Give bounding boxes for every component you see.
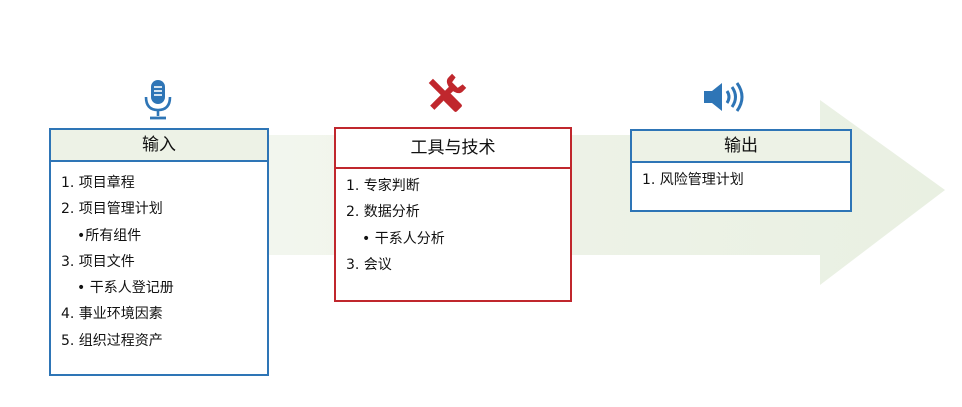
inputs-item: 1. 项目章程 bbox=[61, 175, 135, 191]
inputs-item: 3. 项目文件 bbox=[61, 253, 135, 270]
tools-list: 1. 专家判断 2. 数据分析 • 干系人分析 3. 会议 bbox=[336, 169, 570, 278]
inputs-panel: 输入 1. 项目章程 2. 项目管理计划 •所有组件 3. 项目文件 • 干系人… bbox=[49, 128, 269, 376]
tools-title: 工具与技术 bbox=[336, 129, 570, 169]
tools-cross-icon bbox=[428, 73, 467, 112]
inputs-subitem: • 干系人登记册 bbox=[77, 280, 174, 297]
inputs-item: 5. 组织过程资产 bbox=[61, 332, 163, 349]
inputs-title: 输入 bbox=[51, 130, 267, 162]
tools-subitem: • 干系人分析 bbox=[362, 230, 445, 247]
outputs-item: 1. 风险管理计划 bbox=[642, 172, 744, 188]
inputs-list: 1. 项目章程 2. 项目管理计划 •所有组件 3. 项目文件 • 干系人登记册… bbox=[51, 162, 267, 354]
microphone-icon bbox=[144, 80, 172, 120]
tools-item: 2. 数据分析 bbox=[346, 204, 420, 221]
inputs-item: 4. 事业环境因素 bbox=[61, 306, 163, 323]
outputs-list: 1. 风险管理计划 bbox=[632, 163, 850, 193]
tools-item: 1. 专家判断 bbox=[346, 178, 420, 194]
tools-panel: 工具与技术 1. 专家判断 2. 数据分析 • 干系人分析 3. 会议 bbox=[334, 127, 572, 302]
outputs-title: 输出 bbox=[632, 131, 850, 163]
tools-item: 3. 会议 bbox=[346, 256, 392, 273]
inputs-subitem: •所有组件 bbox=[77, 227, 142, 244]
inputs-item: 2. 项目管理计划 bbox=[61, 201, 163, 218]
speaker-icon bbox=[704, 82, 744, 112]
outputs-panel: 输出 1. 风险管理计划 bbox=[630, 129, 852, 212]
